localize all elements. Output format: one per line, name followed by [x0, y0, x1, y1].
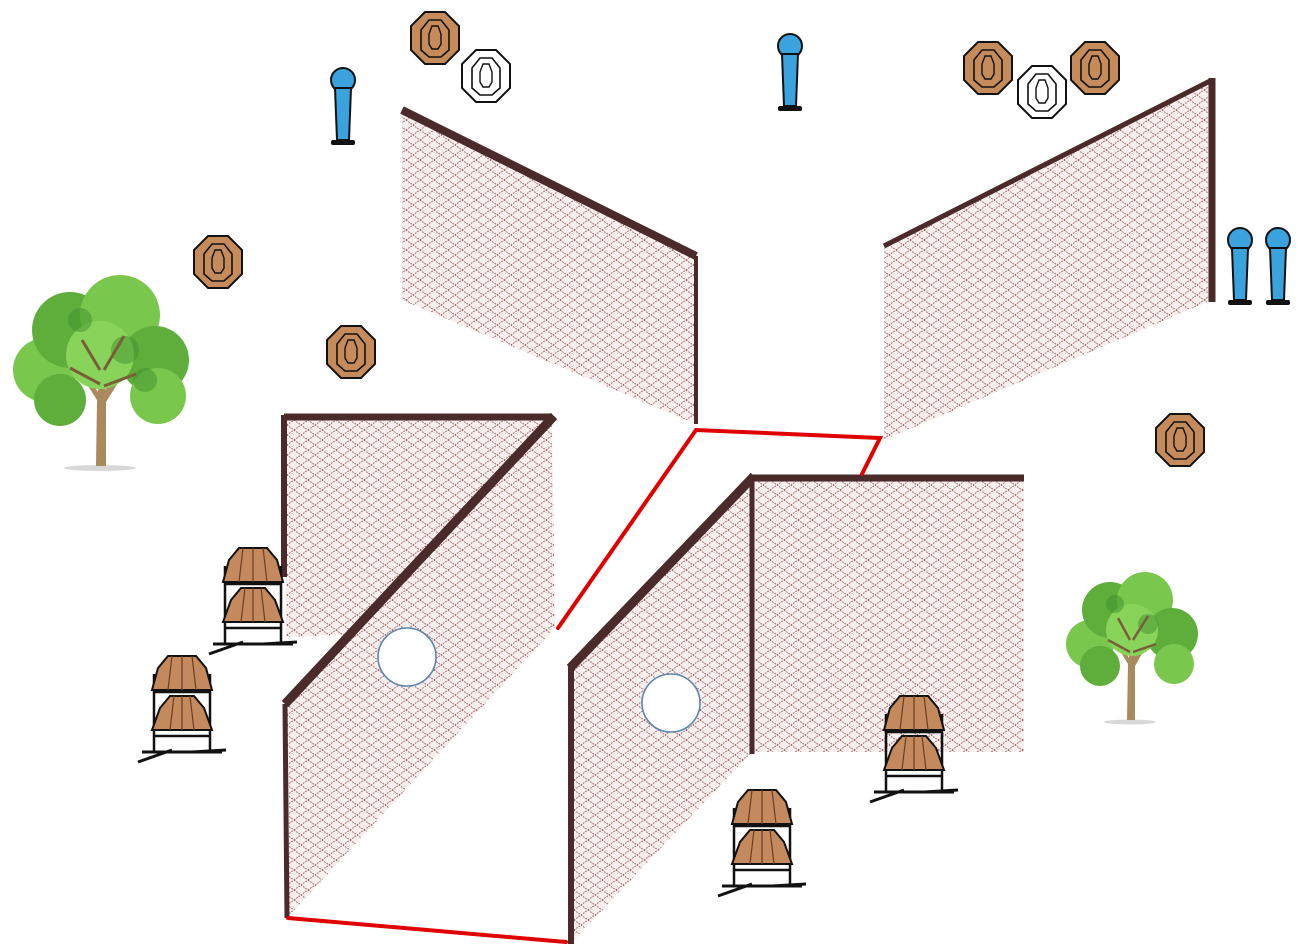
no-shoot-target-icon — [462, 50, 510, 102]
shooting-port-right — [642, 674, 700, 732]
popper-target-icon — [331, 68, 355, 145]
paper-target-icon — [194, 236, 242, 288]
popper-target-icon — [778, 34, 802, 111]
paper-target-icon — [327, 326, 375, 378]
paper-target-icon — [1071, 42, 1119, 94]
tree-icon — [1066, 572, 1198, 725]
popper-target-icon — [1266, 228, 1290, 305]
paper-target-icon — [1156, 414, 1204, 466]
wall-bottom-right-angled — [570, 476, 754, 944]
tree-icon — [13, 275, 189, 471]
wall-top-right — [884, 78, 1212, 440]
no-shoot-target-icon — [1018, 66, 1066, 118]
shooting-port-left — [378, 628, 436, 686]
popper-target-icon — [1228, 228, 1252, 305]
barrel-stand-icon — [138, 656, 226, 762]
fault-line-lower — [288, 918, 566, 942]
wall-top-left — [402, 110, 696, 424]
paper-target-icon — [411, 12, 459, 64]
paper-target-icon — [964, 42, 1012, 94]
barrel-stand-icon — [718, 790, 806, 896]
